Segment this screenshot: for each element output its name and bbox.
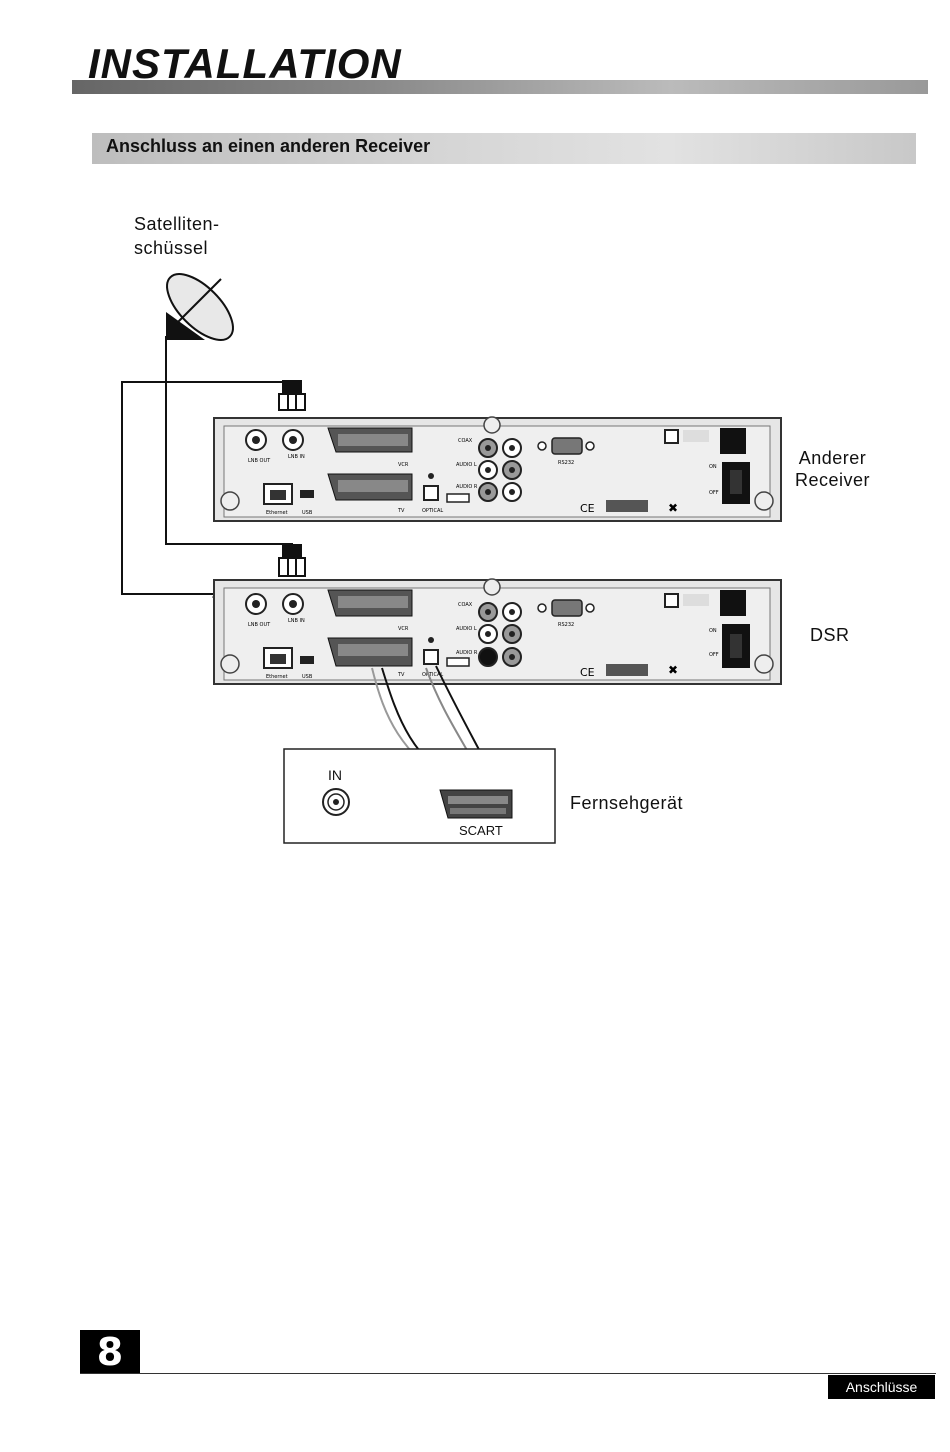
dsr-lnb-out-text: LNB OUT (248, 622, 271, 628)
dsr-audio-r-text: AUDIO R (456, 650, 478, 656)
dsr-back-panel: LNB OUT LNB IN VCR TV Ethernet USB OPTIC… (213, 578, 782, 685)
dish-label-line2: schüssel (134, 238, 209, 258)
page-title: INSTALLATION (88, 40, 402, 87)
lnb-in-text: LNB IN (288, 454, 305, 460)
page-number: 8 (80, 1330, 140, 1374)
svg-text:✖: ✖ (668, 663, 678, 677)
receiver-label-line1: Anderer (798, 448, 867, 468)
satellite-dish-label: Satelliten- schüssel (134, 212, 220, 260)
section-bar (92, 133, 916, 164)
footer-section-tab: Anschlüsse (828, 1375, 935, 1399)
tv-in-label: IN (328, 767, 342, 783)
title-rule (72, 80, 928, 94)
satellite-dish-icon (166, 273, 234, 341)
tv-scart-label: SCART (459, 823, 503, 838)
svg-text:✖: ✖ (668, 501, 678, 515)
ethernet-text: Ethernet (266, 510, 288, 516)
optical-text: OPTICAL (422, 508, 443, 514)
dsr-ce-mark-text: CE (580, 666, 595, 679)
dsr-audio-l-text: AUDIO L (456, 626, 477, 632)
ce-mark-text: CE (580, 502, 595, 515)
dsr-on-text: ON (709, 628, 717, 634)
dsr-optical-text: OPTICAL (422, 672, 443, 678)
tv-text: TV (397, 508, 405, 514)
dsr-usb-text: USB (302, 674, 313, 680)
dsr-lnb-in-text: LNB IN (288, 618, 305, 624)
off-text: OFF (709, 490, 719, 496)
dsr-rs232-text: RS232 (558, 622, 574, 628)
rs232-text: RS232 (558, 460, 574, 466)
audio-l-text: AUDIO L (456, 462, 477, 468)
dsr-label: DSR (810, 625, 850, 645)
receiver-label-line2: Receiver (795, 470, 871, 490)
television-label: Fernsehgerät (570, 793, 684, 813)
dsr-vcr-text: VCR (398, 626, 409, 632)
dsr-off-text: OFF (709, 652, 719, 658)
dsr-ethernet-text: Ethernet (266, 674, 288, 680)
other-receiver-label: Anderer Receiver (795, 447, 870, 491)
cable-plug-middle (278, 544, 306, 577)
other-receiver-back-panel: LNB OUT LNB IN VCR TV Ethernet USB OPTIC… (213, 416, 782, 522)
coax-text: COAX (458, 438, 473, 444)
section-title: Anschluss an einen anderen Receiver (106, 136, 431, 156)
audio-r-text: AUDIO R (456, 484, 478, 490)
lnb-out-text: LNB OUT (248, 458, 271, 464)
vcr-text: VCR (398, 462, 409, 468)
television-box: IN SCART (283, 748, 556, 844)
dsr-coax-text: COAX (458, 602, 473, 608)
usb-text: USB (302, 510, 313, 516)
footer-rule (80, 1373, 936, 1374)
cable-plug-top (278, 380, 306, 411)
dsr-tv-text: TV (397, 672, 405, 678)
on-text: ON (709, 464, 717, 470)
dish-label-line1: Satelliten- (134, 214, 220, 234)
